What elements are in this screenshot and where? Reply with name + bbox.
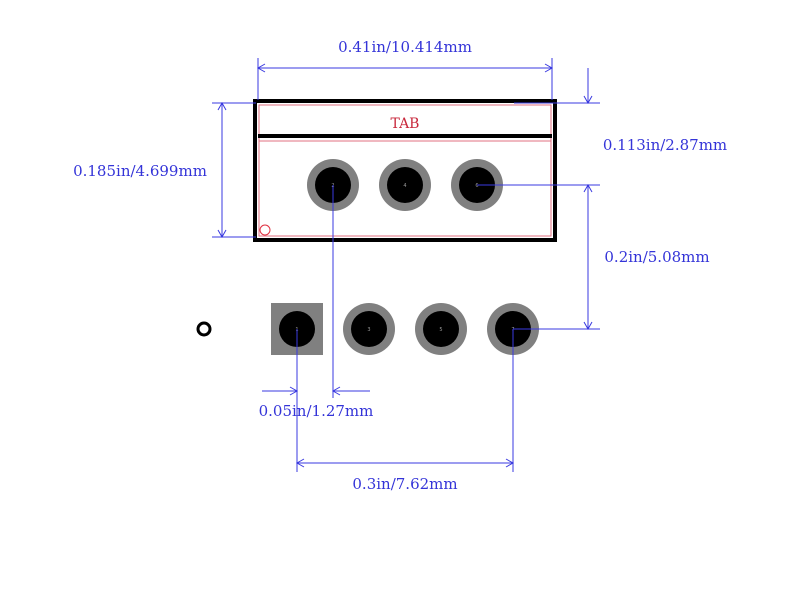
dim-row-spacing-right: 0.2in/5.08mm	[477, 183, 710, 331]
tab-label: TAB	[391, 116, 420, 132]
body-silkscreen	[258, 104, 552, 237]
pad-6-label: 6	[475, 183, 478, 189]
dim-pin-pitch-label: 0.05in/1.27mm	[259, 402, 374, 420]
pad-5: 5	[415, 303, 467, 355]
pad-3: 3	[343, 303, 395, 355]
dim-pin-pitch: 0.05in/1.27mm	[259, 185, 374, 472]
pad-5-label: 5	[439, 327, 442, 333]
body-outline	[253, 99, 557, 242]
pad-4-label: 4	[403, 183, 406, 189]
pin1-marker	[196, 321, 212, 337]
dim-span-bottom: 0.3in/7.62mm	[295, 329, 515, 493]
pin1-indicator	[259, 224, 271, 236]
dim-height-left: 0.185in/4.699mm	[73, 101, 256, 239]
dim-span-bottom-label: 0.3in/7.62mm	[352, 475, 457, 493]
pad-3-label: 3	[367, 327, 370, 333]
pad-4: 4	[379, 159, 431, 211]
dim-width-top: 0.41in/10.414mm	[256, 38, 554, 100]
dim-height-left-label: 0.185in/4.699mm	[73, 162, 207, 180]
dim-width-top-label: 0.41in/10.414mm	[338, 38, 472, 56]
dim-tab-offset-right: 0.113in/2.87mm	[514, 68, 727, 154]
dim-row-spacing-label: 0.2in/5.08mm	[604, 248, 709, 266]
dim-tab-offset-label: 0.113in/2.87mm	[603, 136, 727, 154]
